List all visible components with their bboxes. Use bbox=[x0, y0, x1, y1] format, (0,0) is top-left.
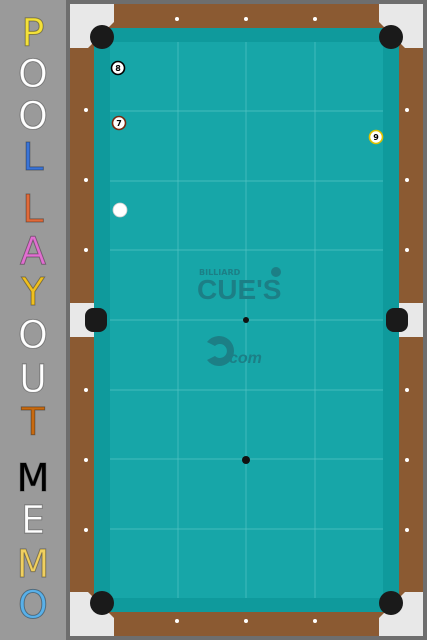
pocket-bottom-right bbox=[379, 591, 403, 615]
ball-7[interactable]: 7 bbox=[111, 115, 127, 131]
corner-plate-top-right bbox=[379, 4, 423, 48]
logo-sub-text: com bbox=[229, 350, 262, 367]
pocket-side-left bbox=[85, 308, 107, 332]
title-letter-13: M bbox=[16, 542, 50, 586]
ball-9[interactable]: 9 bbox=[368, 129, 384, 145]
pocket-top-right bbox=[379, 25, 403, 49]
logo-main-text: CUE'S bbox=[197, 274, 281, 305]
title-letter-10: T bbox=[21, 400, 45, 444]
pocket-side-right bbox=[386, 308, 408, 332]
ball-7-label: 7 bbox=[116, 119, 122, 128]
corner-plate-bottom-right bbox=[379, 592, 423, 636]
logo-ball-icon bbox=[271, 267, 281, 277]
pool-table: BILLIARD CUE'S com 8 7 9 bbox=[66, 0, 427, 640]
title-letter-14: O bbox=[18, 583, 49, 627]
center-spot bbox=[243, 317, 249, 323]
title-letter-5: L bbox=[22, 187, 44, 231]
ball-9-label: 9 bbox=[373, 133, 379, 142]
pocket-bottom-left bbox=[90, 591, 114, 615]
title-letter-6: A bbox=[20, 229, 47, 273]
corner-plate-top-left bbox=[70, 4, 114, 48]
title-letter-8: O bbox=[18, 313, 49, 357]
title-letter-7: Y bbox=[21, 270, 45, 314]
title-letter-4: L bbox=[22, 135, 44, 179]
logo-swirl-icon bbox=[207, 336, 235, 367]
pockets bbox=[85, 25, 408, 615]
title-letter-12: E bbox=[20, 498, 45, 542]
title-letter-11: M bbox=[16, 456, 50, 500]
foot-spot bbox=[242, 456, 250, 464]
title-letter-1: P bbox=[21, 11, 45, 55]
title-letter-3: O bbox=[18, 94, 49, 138]
rail-diamonds bbox=[84, 17, 409, 623]
ball-8[interactable]: 8 bbox=[110, 60, 126, 76]
cue-ball[interactable] bbox=[112, 202, 128, 218]
ball-8-label: 8 bbox=[115, 64, 121, 73]
balls: 8 7 9 bbox=[110, 60, 384, 218]
corner-plate-bottom-left bbox=[70, 592, 114, 636]
logo: BILLIARD CUE'S com bbox=[197, 267, 281, 367]
logo-small-text: BILLIARD bbox=[199, 268, 241, 277]
pocket-top-left bbox=[90, 25, 114, 49]
title-letter-2: O bbox=[18, 52, 49, 96]
title-letter-9: U bbox=[19, 357, 48, 401]
pool-table-graphic: BILLIARD CUE'S com 8 7 9 bbox=[66, 0, 427, 640]
